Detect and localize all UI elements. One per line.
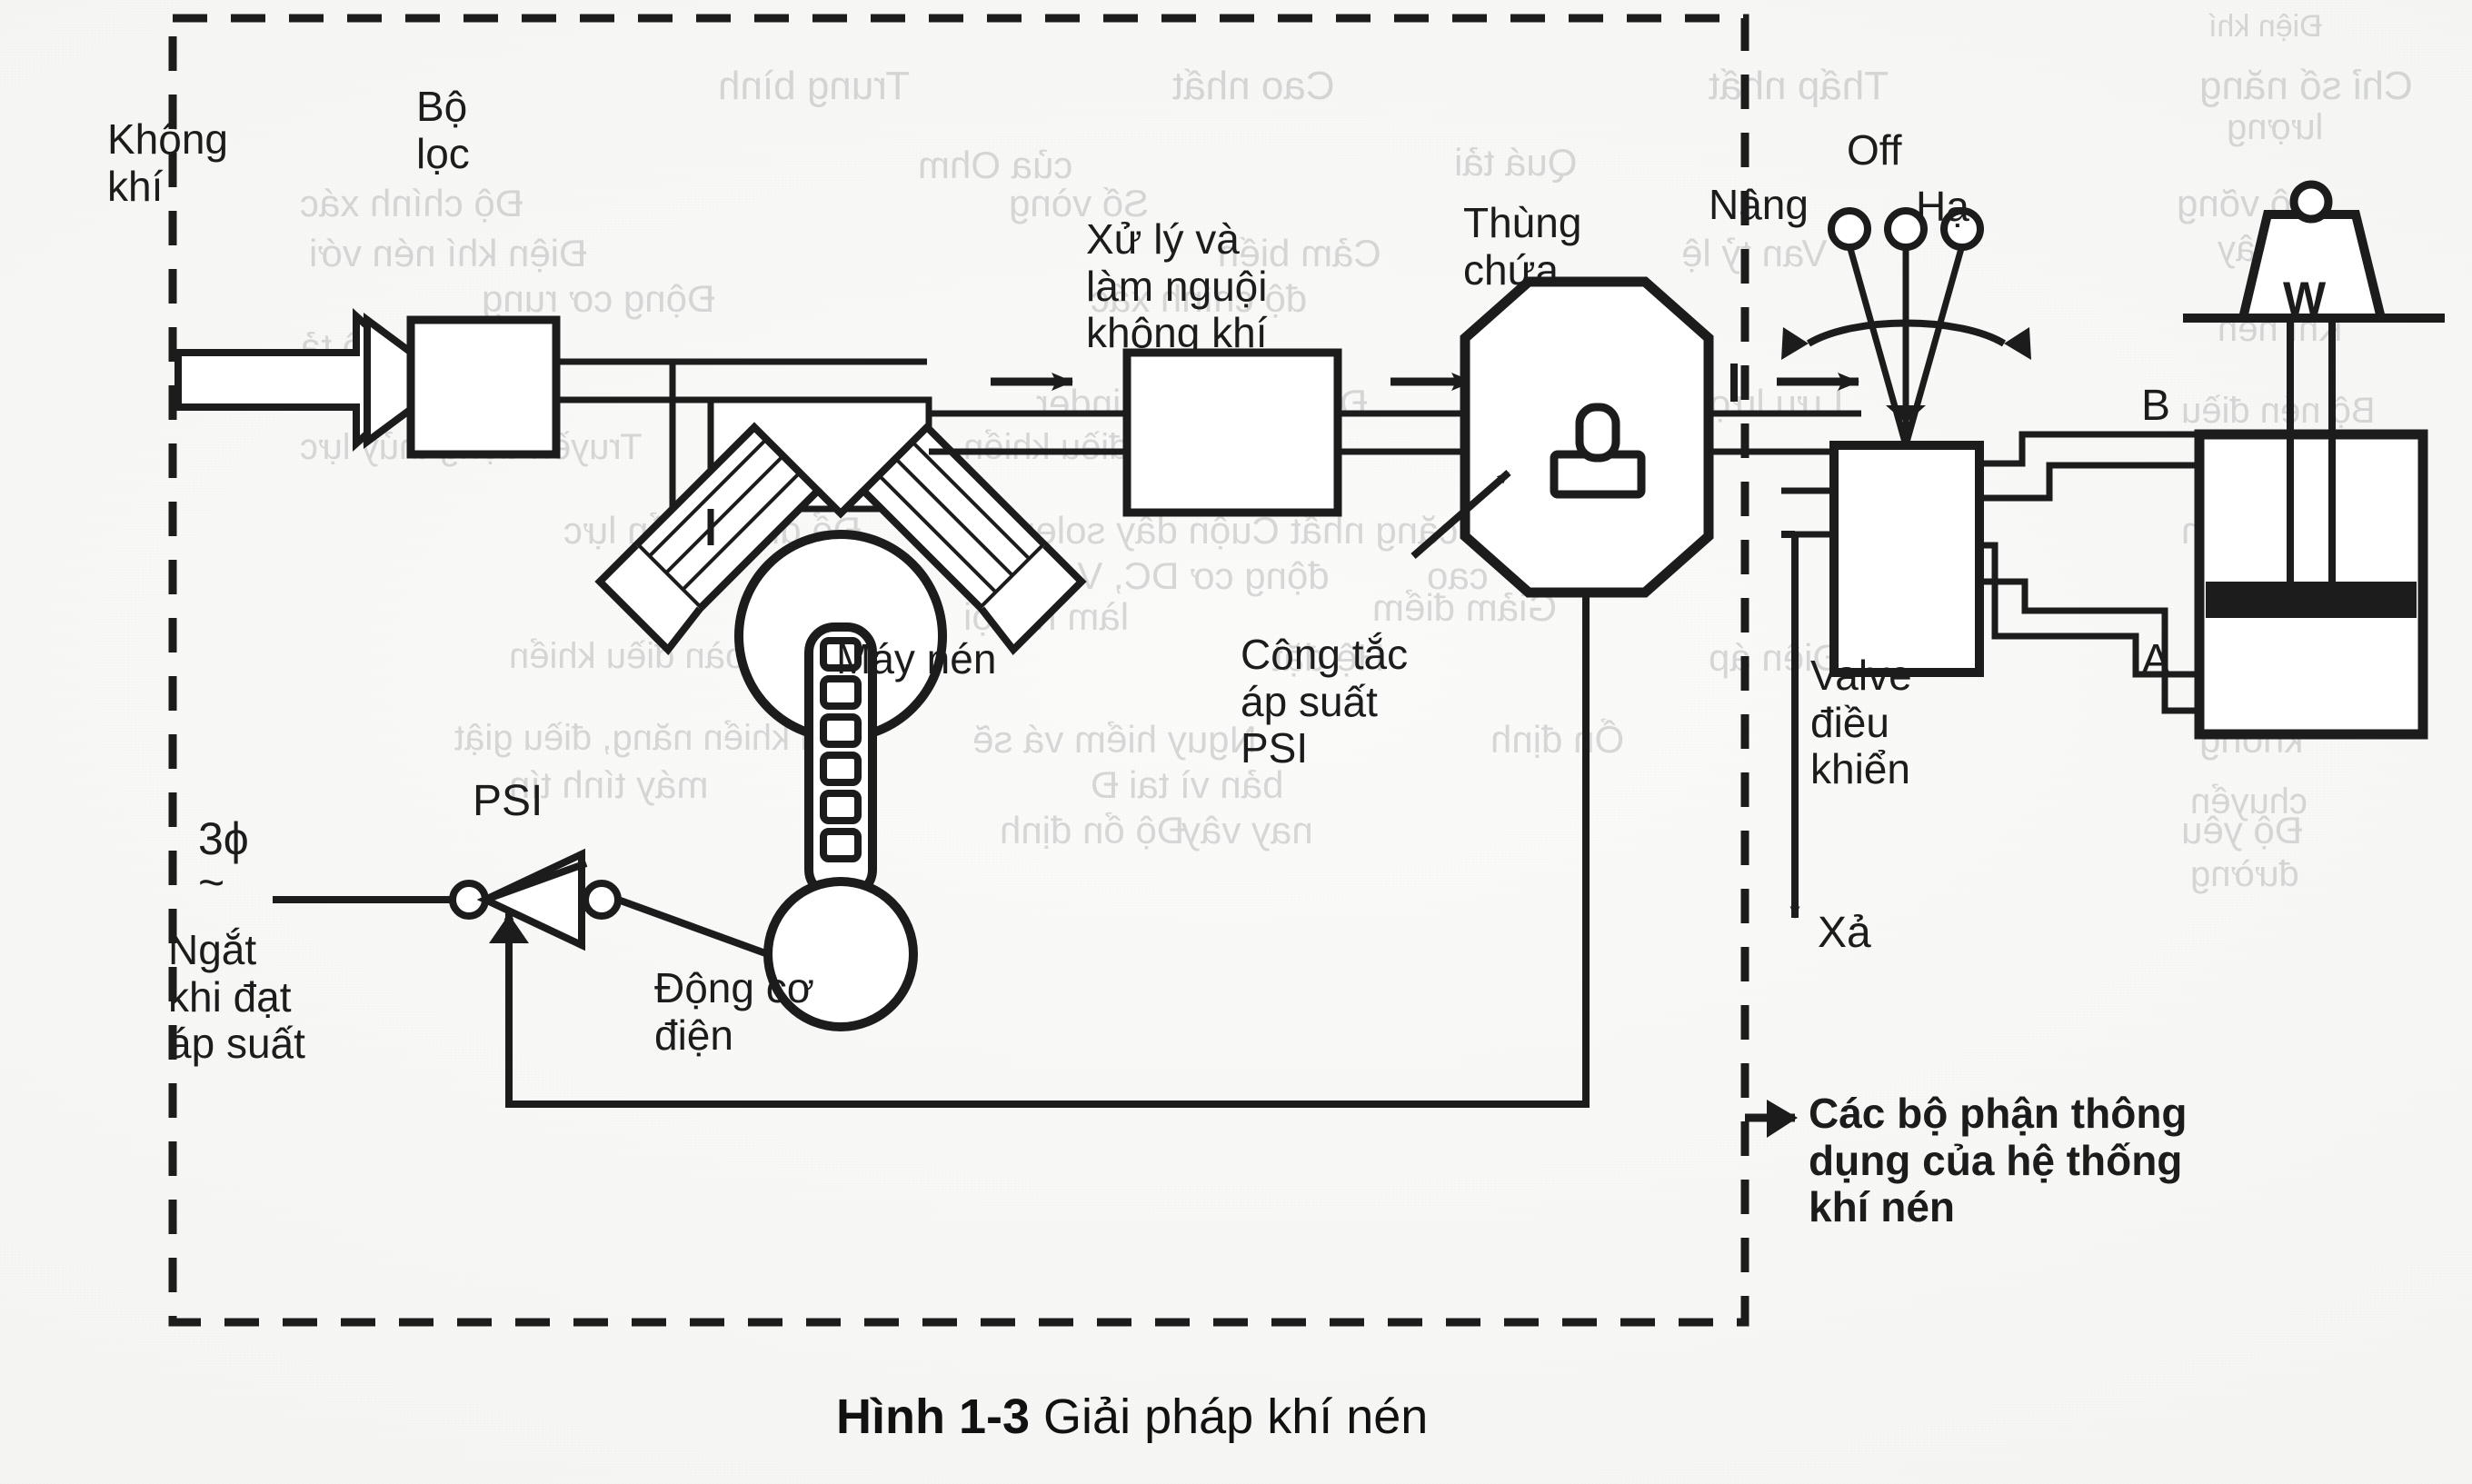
label-lever-off: Off — [1847, 126, 1902, 174]
valve-port-a-line-b — [1979, 578, 2199, 714]
pressure-switch-pointer — [1410, 469, 1511, 560]
label-receiver-tank: Thùng chứa — [1463, 199, 1582, 294]
psi-feedback-line — [503, 593, 1590, 1108]
figure-caption-number: Hình 1-3 — [836, 1389, 1031, 1444]
valve-port-a-line-a — [1979, 542, 2199, 678]
weight-hook — [2289, 180, 2333, 224]
label-weight: W — [2283, 273, 2327, 324]
label-boundary-note: Các bộ phận thông dụng của hệ thống khí … — [1809, 1090, 2188, 1231]
label-control-valve: Valve điều khiển — [1810, 652, 1912, 793]
label-lever-lower: Hạ — [1916, 183, 1969, 230]
label-exhaust: Xả — [1818, 909, 1871, 957]
system-boundary-box — [168, 14, 1749, 1327]
piston — [2206, 582, 2417, 618]
figure-caption-text: Giải pháp khí nén — [1030, 1389, 1429, 1444]
label-three-phase: 3ϕ ~ — [198, 813, 249, 908]
label-pressure-cutoff: Ngắt khi đạt áp suất — [168, 926, 305, 1068]
weight-block — [2237, 210, 2387, 323]
lever-detent-circles — [1828, 207, 1984, 251]
boundary-callout-arrow — [1767, 1100, 1798, 1138]
figure-caption: Hình 1-3 Giải pháp khí nén — [836, 1389, 1428, 1445]
valve-port-b-line-b — [1979, 462, 2199, 502]
label-compressor: Máy nén — [836, 635, 997, 682]
label-filter: Bộ lọc — [416, 83, 470, 177]
motor-supply-line — [616, 896, 770, 958]
psi-terminal-right — [582, 880, 622, 920]
label-psi-switch: PSI — [473, 777, 543, 825]
label-lever-raise: Nâng — [1709, 181, 1809, 228]
label-port-b: B — [2141, 382, 2171, 430]
label-air-treatment: Xử lý và làm nguội không khí — [1086, 215, 1268, 357]
valve-port-b-line-a — [1979, 431, 2199, 467]
filter-box — [406, 315, 561, 459]
label-port-a: A — [2141, 636, 2171, 684]
psi-actuation-arrow — [489, 914, 529, 943]
label-air-inlet: Không khí — [107, 115, 229, 210]
air-treatment-box — [1122, 348, 1342, 517]
pressure-switch-symbol — [1550, 403, 1646, 499]
control-valve-block — [1829, 441, 1984, 677]
label-motor: Động cơ điện — [654, 964, 814, 1059]
label-pressure-switch: Công tắc áp suất PSI — [1241, 631, 1409, 772]
